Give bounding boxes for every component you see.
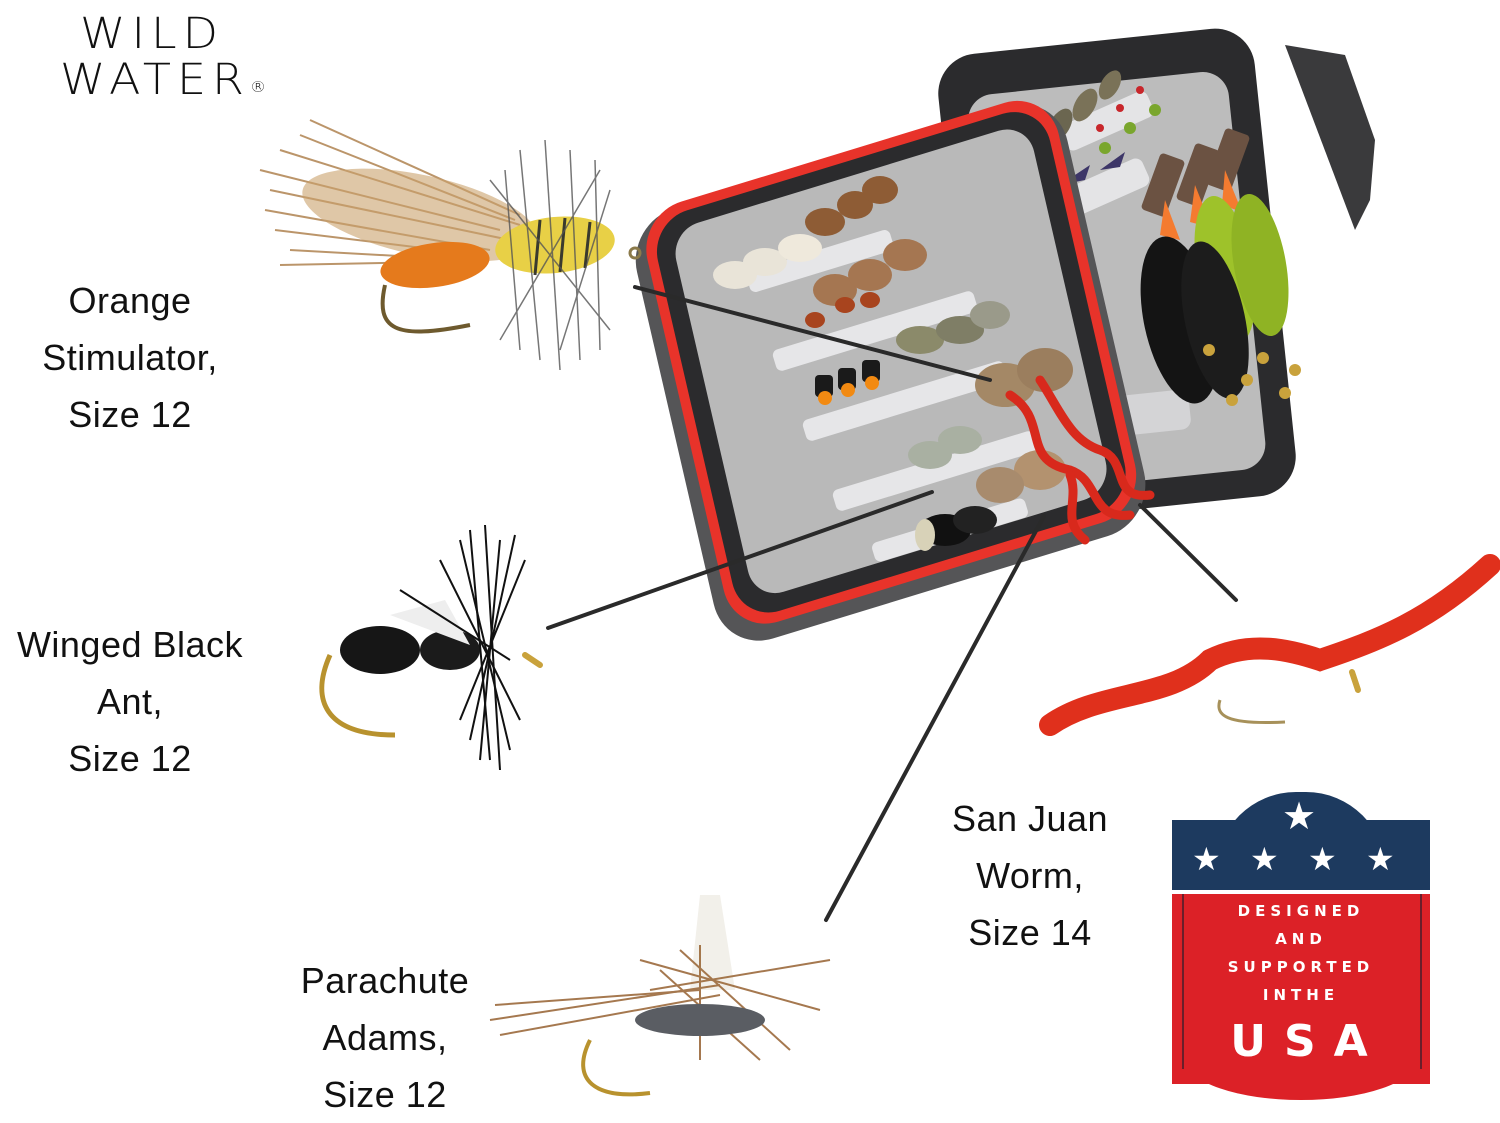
orange-stimulator-image xyxy=(259,119,642,371)
pointer-lines xyxy=(546,285,1238,922)
san-juan-worm-image xyxy=(1039,554,1500,736)
fly-box-tray xyxy=(635,100,1155,641)
badge-text-usa: USA xyxy=(1230,1016,1386,1067)
badge-blue-band xyxy=(1172,820,1430,890)
label-line: Stimulator, xyxy=(42,337,218,378)
pointer-san-juan-worm xyxy=(1138,503,1238,602)
star-icon: ★ xyxy=(1250,841,1279,877)
star-icon: ★ xyxy=(1192,841,1221,877)
label-winged-black-ant: Winged Black Ant, Size 12 xyxy=(0,616,260,787)
star-icon: ★ xyxy=(1366,841,1395,877)
pointer-orange-stimulator xyxy=(633,285,992,382)
star-icon: ★ xyxy=(1308,841,1337,877)
label-line: Worm, xyxy=(976,855,1084,896)
label-line: Size 12 xyxy=(68,394,192,435)
label-line: Adams, xyxy=(322,1017,448,1058)
pointer-winged-black-ant xyxy=(546,490,934,630)
badge-text-in-the: INTHE xyxy=(1262,986,1340,1004)
designed-in-usa-badge: ★ ★ ★ ★ ★ DESIGNED AND SUPPORTED INTHE U… xyxy=(1172,790,1430,1100)
label-line: Size 14 xyxy=(968,912,1092,953)
badge-red-panel xyxy=(1172,894,1430,1084)
badge-inner-border xyxy=(1182,894,1422,1069)
badge-text-designed: DESIGNED xyxy=(1237,902,1365,920)
brand-line-water: WATER® xyxy=(60,58,360,109)
label-line: Size 12 xyxy=(323,1074,447,1115)
parachute-adams-image xyxy=(489,895,831,1097)
label-orange-stimulator: Orange Stimulator, Size 12 xyxy=(0,272,260,443)
brand-word-water: WATER xyxy=(60,54,250,104)
foam-hopper-flies xyxy=(1141,128,1250,240)
brand-logo: WILD WATER® xyxy=(60,12,360,113)
badge-text-supported: SUPPORTED xyxy=(1227,958,1375,976)
label-san-juan-worm: San Juan Worm, Size 14 xyxy=(920,790,1140,961)
label-line: Ant, xyxy=(96,681,164,722)
brand-line-wild: WILD xyxy=(80,8,225,58)
woolly-bugger-flies xyxy=(1140,193,1301,406)
label-line: San Juan xyxy=(951,798,1109,839)
san-juan-worms-in-box xyxy=(1005,375,1155,545)
star-icon: ★ xyxy=(1282,796,1317,838)
winged-black-ant-image xyxy=(319,524,543,771)
label-parachute-adams: Parachute Adams, Size 12 xyxy=(270,952,500,1123)
badge-text-and: AND xyxy=(1275,930,1327,948)
label-line: Winged Black xyxy=(16,624,244,665)
label-line: Orange xyxy=(68,280,192,321)
dry-flies xyxy=(713,176,1073,551)
label-line: Size 12 xyxy=(68,738,192,779)
pointer-parachute-adams xyxy=(824,514,1046,922)
registered-mark: ® xyxy=(250,78,266,96)
label-line: Parachute xyxy=(300,960,470,1001)
